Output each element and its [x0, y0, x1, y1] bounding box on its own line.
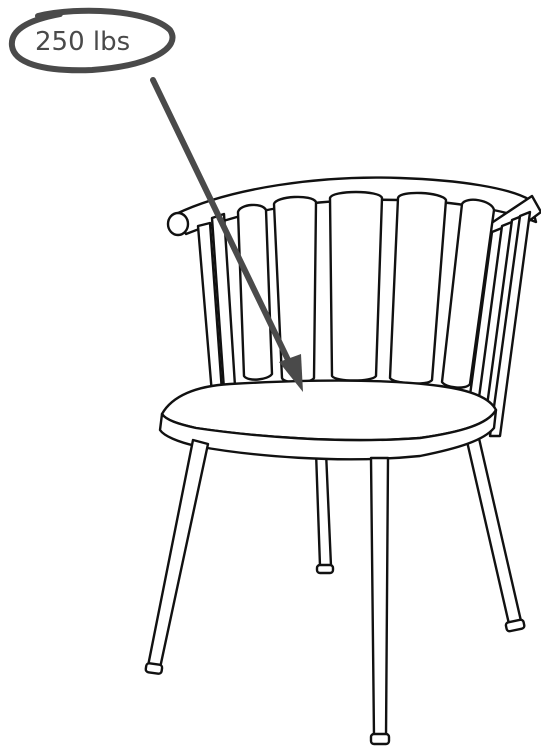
chair-front-leg-left [145, 440, 208, 674]
chair-icon [145, 178, 541, 744]
weight-label: 250 lbs [12, 11, 173, 71]
chair-back-leg-left [316, 452, 333, 573]
chair-seat [160, 381, 496, 460]
chair-front-leg-right [371, 458, 389, 744]
weight-label-text: 250 lbs [35, 27, 130, 57]
chair-back-slats [238, 192, 494, 388]
chair-back-leg-right [466, 434, 525, 632]
